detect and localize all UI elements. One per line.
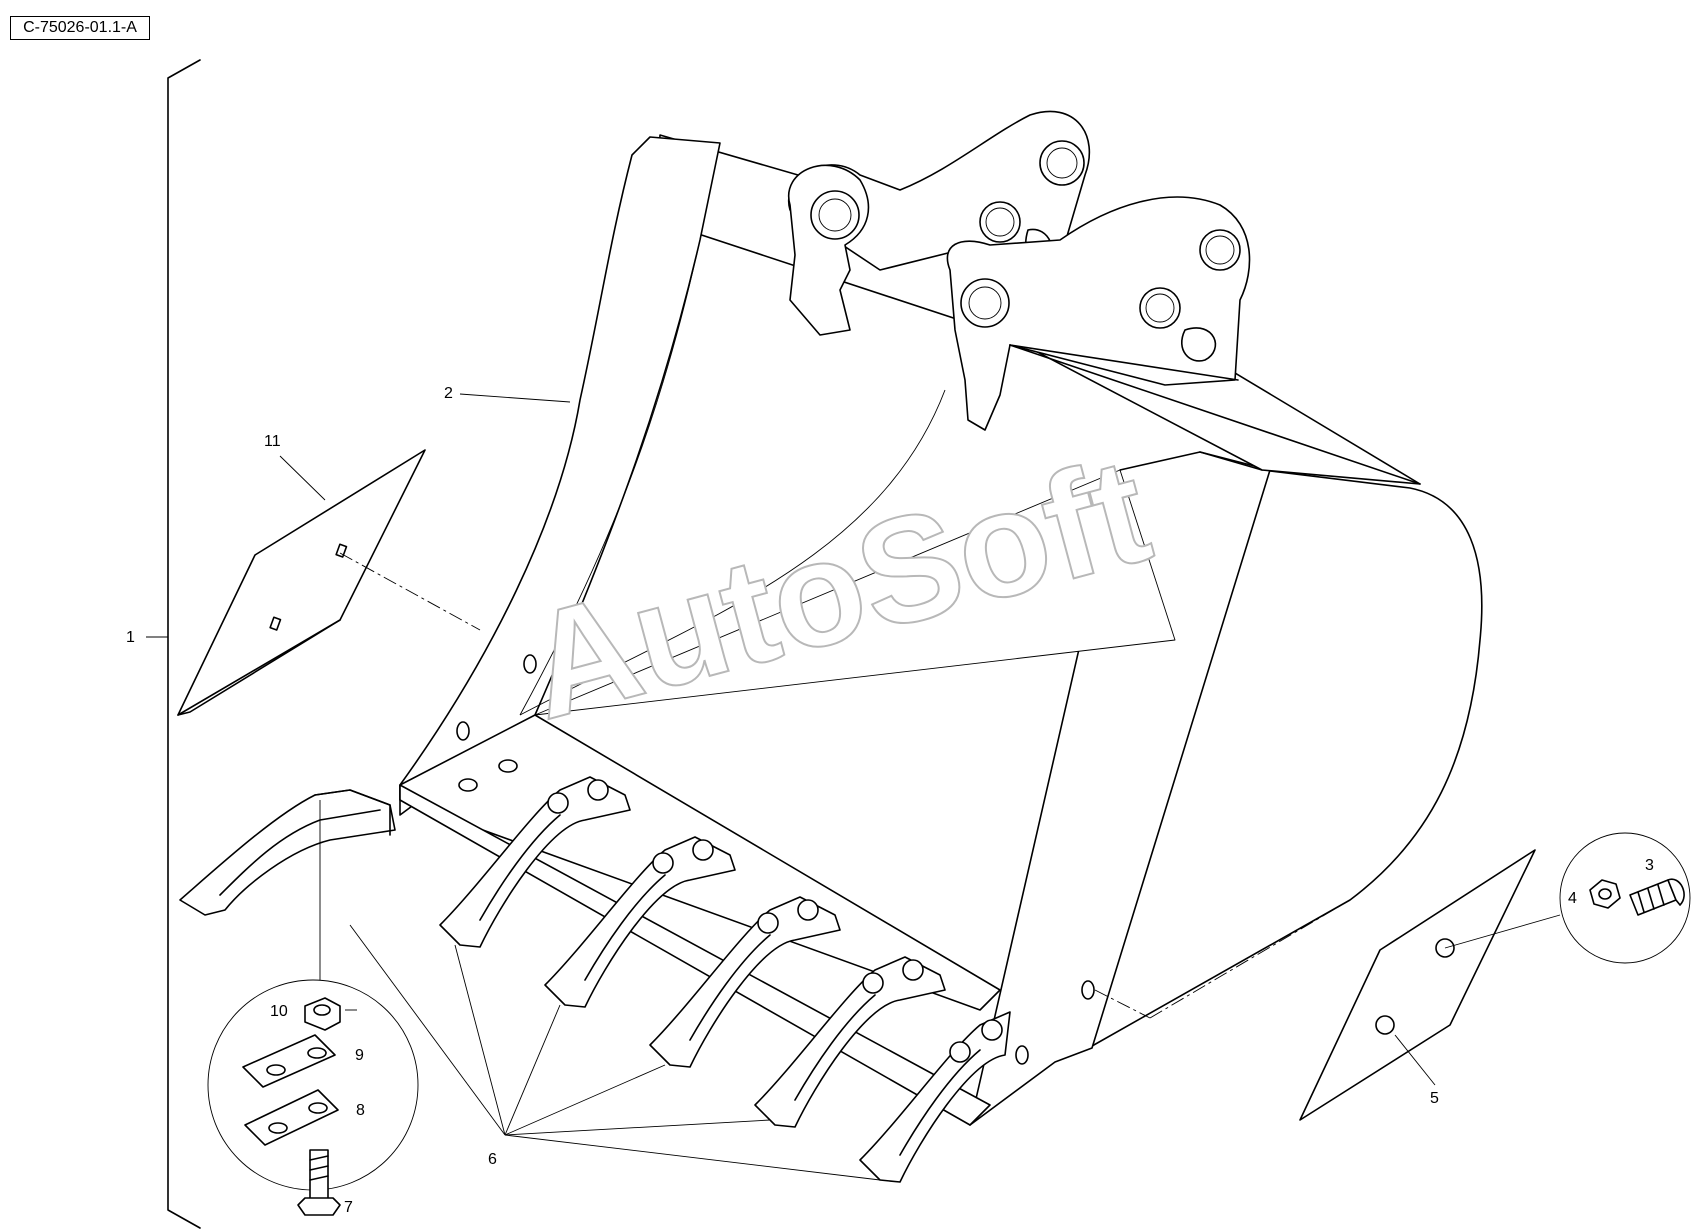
hardware-detail-circle-left (207, 800, 419, 1216)
bucket-tooth (439, 776, 631, 948)
callout-3: 3 (1645, 857, 1654, 874)
nut-icon[interactable] (304, 997, 341, 1031)
bucket-mounting-ears (787, 110, 1421, 485)
bucket-tooth (859, 1011, 1011, 1183)
callout-2: 2 (444, 385, 453, 402)
callout-7: 7 (344, 1199, 353, 1216)
callout-1: 1 (126, 629, 135, 646)
bucket-tooth-exploded (179, 789, 396, 916)
callout-labels: 1 2 3 4 5 6 7 8 9 10 11 (126, 385, 1654, 1216)
side-cutter-plate-right[interactable] (1299, 849, 1536, 1121)
callout-11: 11 (264, 433, 281, 450)
callout-9: 9 (355, 1047, 364, 1064)
bolt-icon[interactable] (297, 1149, 341, 1216)
nut-icon[interactable] (1589, 879, 1621, 909)
bucket-tooth (649, 896, 841, 1068)
callout-8: 8 (356, 1102, 365, 1119)
bolt-icon[interactable] (1629, 878, 1685, 916)
assembly-bracket (146, 59, 201, 1229)
shim-plate-icon[interactable] (244, 1089, 339, 1146)
callout-10: 10 (270, 1003, 288, 1020)
callout-5: 5 (1430, 1090, 1439, 1107)
callout-4: 4 (1568, 890, 1577, 907)
bucket-tooth (544, 836, 736, 1008)
bucket-teeth[interactable] (179, 776, 1011, 1183)
drawing-reference-code: C-75026-01.1-A (10, 16, 150, 40)
leader-lines (279, 393, 1561, 1181)
bucket-tooth (754, 956, 946, 1128)
side-cutter-plate-left[interactable] (177, 449, 426, 716)
callout-6: 6 (488, 1151, 497, 1168)
hardware-detail-circle-right (1559, 832, 1691, 964)
shim-plate-icon[interactable] (242, 1034, 336, 1088)
